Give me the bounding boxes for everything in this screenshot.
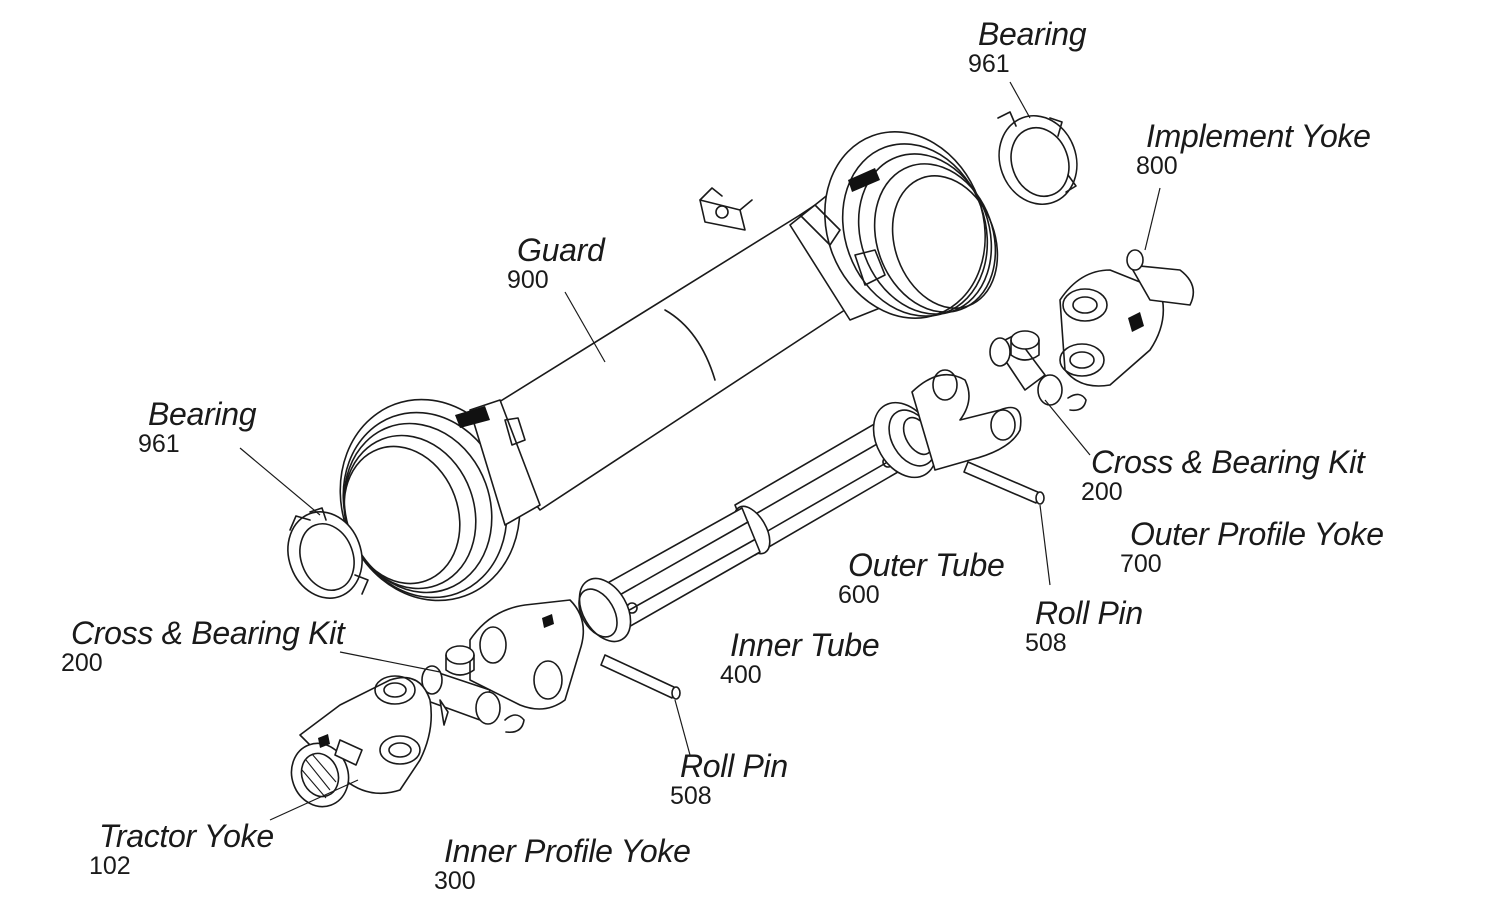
label-bearing-left: Bearing 961 [138,396,257,457]
part-code: 200 [61,649,103,677]
label-inner-profile-yoke: Inner Profile Yoke 300 [434,833,691,894]
part-code: 900 [507,266,549,294]
label-roll-pin-left: Roll Pin 508 [670,748,788,809]
part-name: Bearing [978,16,1087,52]
bearing-left-drawing [287,507,369,599]
implement-yoke-drawing [1059,249,1195,387]
label-guard: Guard 900 [507,232,605,293]
part-name: Roll Pin [680,748,788,784]
label-cross-bearing-right: Cross & Bearing Kit 200 [1081,444,1365,505]
bearing-top-drawing [997,111,1078,206]
part-code: 508 [670,782,712,810]
part-code: 200 [1081,478,1123,506]
label-inner-tube: Inner Tube 400 [720,627,880,688]
part-name: Bearing [148,396,257,432]
part-code: 600 [838,581,880,609]
part-code: 508 [1025,629,1067,657]
part-name: Outer Profile Yoke [1130,516,1384,552]
tractor-yoke-drawing [290,675,433,808]
part-name: Implement Yoke [1146,118,1371,154]
guard-drawing [339,131,999,602]
part-name: Inner Tube [730,627,880,663]
label-tractor-yoke: Tractor Yoke 102 [89,818,274,879]
part-code: 800 [1136,152,1178,180]
label-bearing-top: Bearing 961 [968,16,1087,77]
part-code: 102 [89,852,131,880]
outer-profile-yoke-drawing [872,369,1022,479]
part-name: Guard [517,232,605,268]
part-name: Cross & Bearing Kit [71,615,345,651]
cross-bearing-left-drawing [421,645,525,734]
label-implement-yoke: Implement Yoke 800 [1136,118,1371,179]
part-code: 961 [968,50,1010,78]
leader-lines [239,81,1161,821]
label-outer-tube: Outer Tube 600 [838,547,1005,608]
label-cross-bearing-left: Cross & Bearing Kit 200 [61,615,345,676]
part-code: 961 [138,430,180,458]
part-name: Tractor Yoke [99,818,274,854]
part-name: Cross & Bearing Kit [1091,444,1365,480]
label-roll-pin-right: Roll Pin 508 [1025,595,1143,656]
part-name: Inner Profile Yoke [444,833,691,869]
part-code: 700 [1120,550,1162,578]
part-name: Roll Pin [1035,595,1143,631]
part-name: Outer Tube [848,547,1005,583]
roll-pin-left-drawing [600,654,681,700]
cross-bearing-right-drawing [989,330,1087,412]
guard-clip-drawing [699,187,753,231]
inner-profile-yoke-drawing [469,577,632,710]
roll-pin-right-drawing [963,461,1045,505]
label-outer-profile-yoke: Outer Profile Yoke 700 [1120,516,1392,577]
part-code: 300 [434,867,476,895]
part-code: 400 [720,661,762,689]
